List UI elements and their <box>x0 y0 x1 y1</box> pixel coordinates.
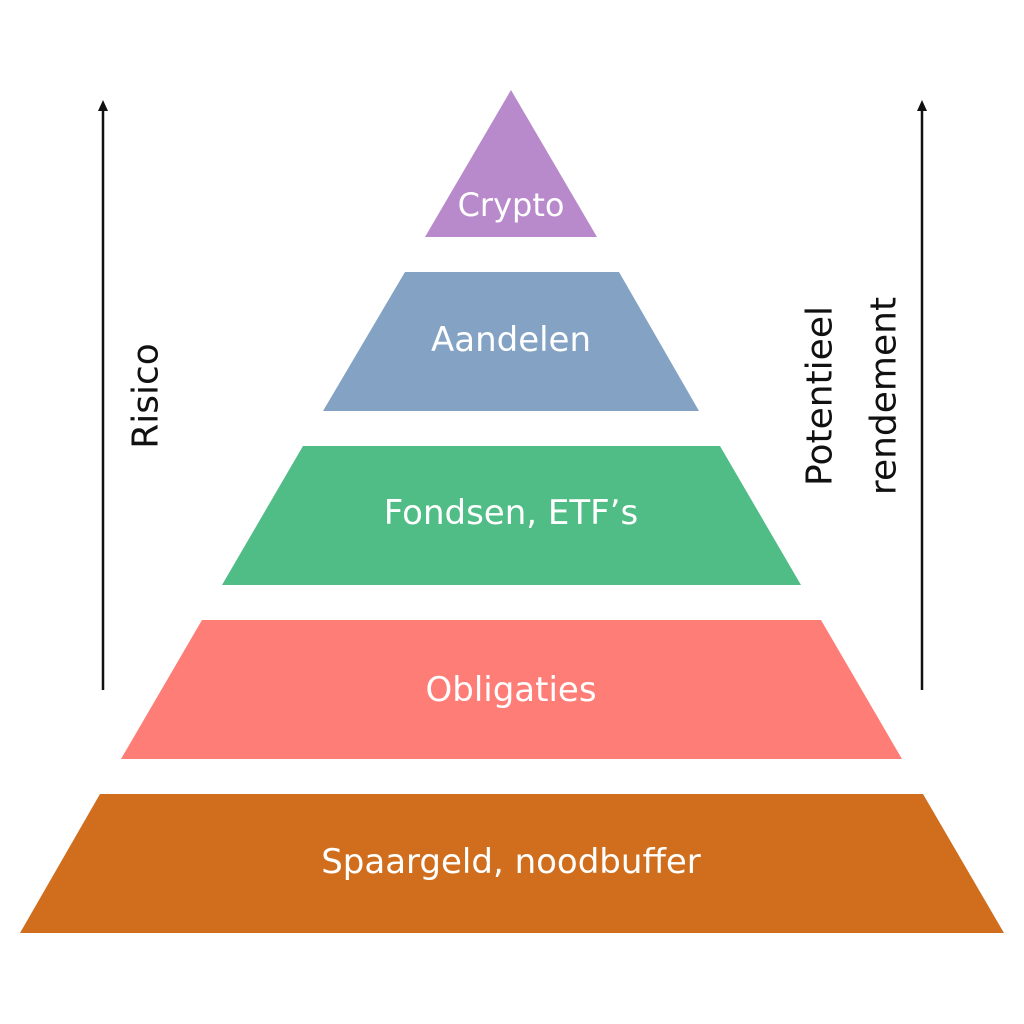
return-arrow-head <box>917 100 927 111</box>
tier-spaargeld-noodbuffer-shape <box>20 794 1004 933</box>
tier-aandelen-shape <box>323 272 699 411</box>
tier-spaargeld-noodbuffer-label: Spaargeld, noodbuffer <box>321 842 701 882</box>
tier-fondsen-etfs: Fondsen, ETF’s <box>222 446 801 585</box>
risk-arrow-head <box>98 100 108 111</box>
risk-axis-label: Risico <box>126 343 167 449</box>
tier-crypto-shape <box>425 90 597 237</box>
tier-fondsen-etfs-label: Fondsen, ETF’s <box>384 493 638 533</box>
tier-spaargeld-noodbuffer: Spaargeld, noodbuffer <box>20 794 1004 933</box>
return-axis-label-line2: rendement <box>864 297 905 495</box>
tier-crypto: Crypto <box>425 90 597 237</box>
risk-arrow <box>98 100 108 690</box>
tier-obligaties: Obligaties <box>121 620 902 759</box>
tier-fondsen-etfs-shape <box>222 446 801 585</box>
tier-obligaties-shape <box>121 620 902 759</box>
tier-crypto-label: Crypto <box>458 186 565 224</box>
return-axis-label-line1: Potentieel <box>800 306 841 486</box>
tier-aandelen: Aandelen <box>323 272 699 411</box>
tier-aandelen-label: Aandelen <box>431 320 591 360</box>
tier-obligaties-label: Obligaties <box>425 670 596 710</box>
return-arrow <box>917 100 927 690</box>
